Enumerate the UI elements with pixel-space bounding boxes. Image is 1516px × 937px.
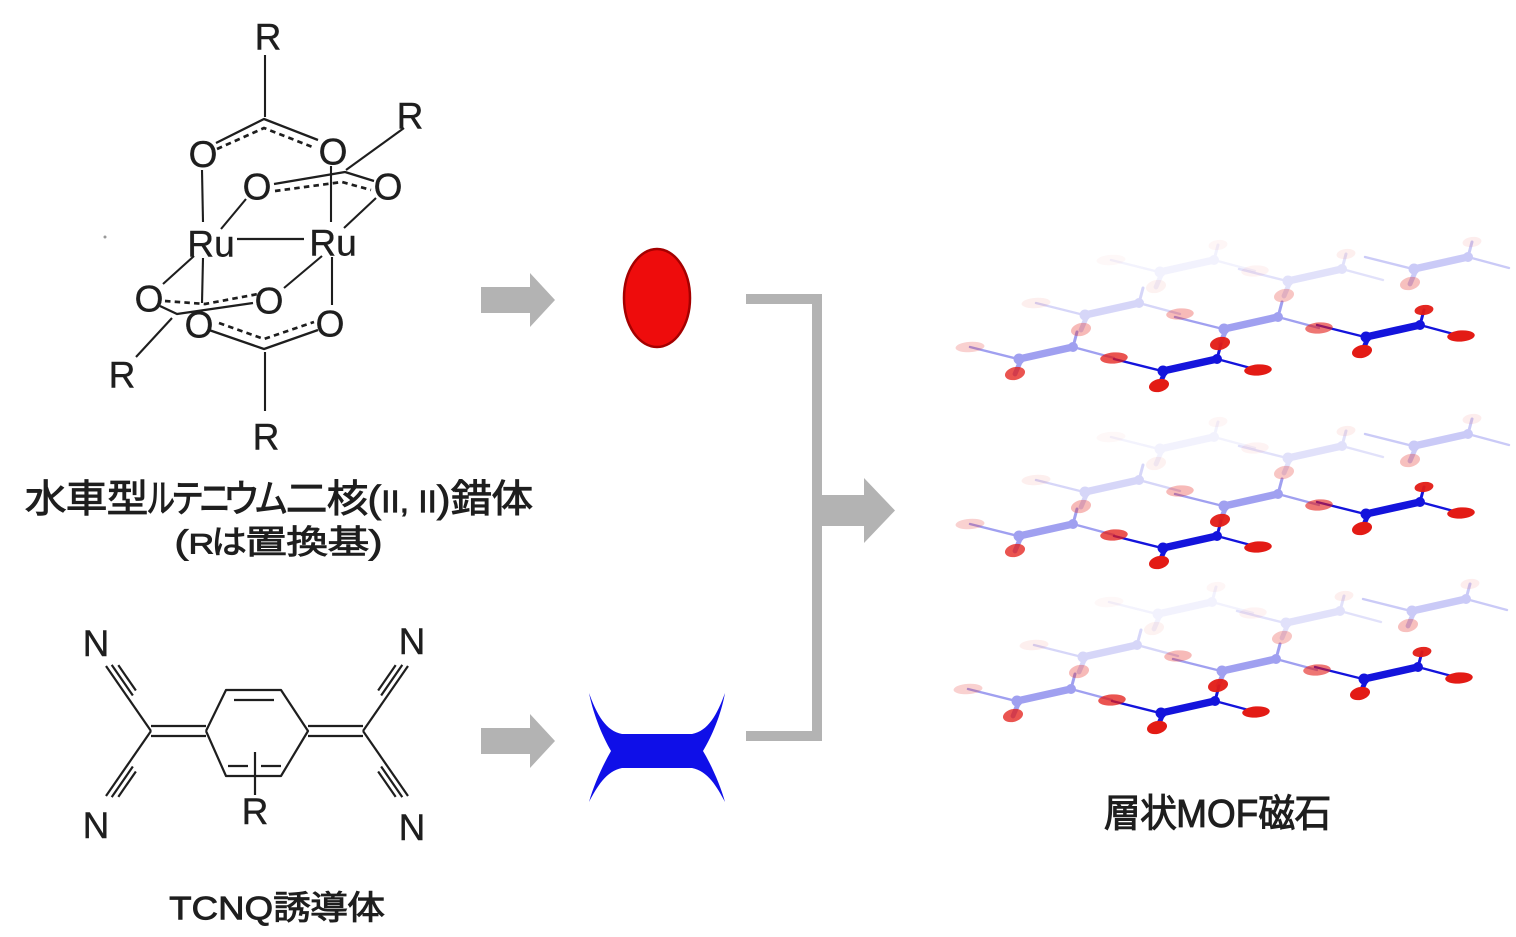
svg-text:O: O: [255, 281, 284, 322]
svg-text:O: O: [135, 279, 164, 320]
svg-text:R: R: [255, 17, 282, 58]
svg-text:N: N: [399, 621, 426, 662]
svg-text:O: O: [374, 167, 403, 208]
svg-text:Ru: Ru: [187, 224, 234, 265]
svg-text:R: R: [253, 417, 280, 458]
svg-text:R: R: [109, 355, 136, 396]
svg-text:O: O: [189, 134, 218, 175]
svg-text:O: O: [319, 132, 348, 173]
svg-text:N: N: [83, 623, 110, 664]
svg-text:N: N: [83, 805, 110, 846]
svg-text:R: R: [242, 791, 269, 832]
svg-text:O: O: [316, 304, 345, 345]
svg-text:R: R: [397, 96, 424, 137]
svg-text:N: N: [399, 807, 426, 848]
svg-text:Ru: Ru: [309, 223, 356, 264]
svg-text:O: O: [185, 305, 214, 346]
svg-text:O: O: [243, 167, 272, 208]
